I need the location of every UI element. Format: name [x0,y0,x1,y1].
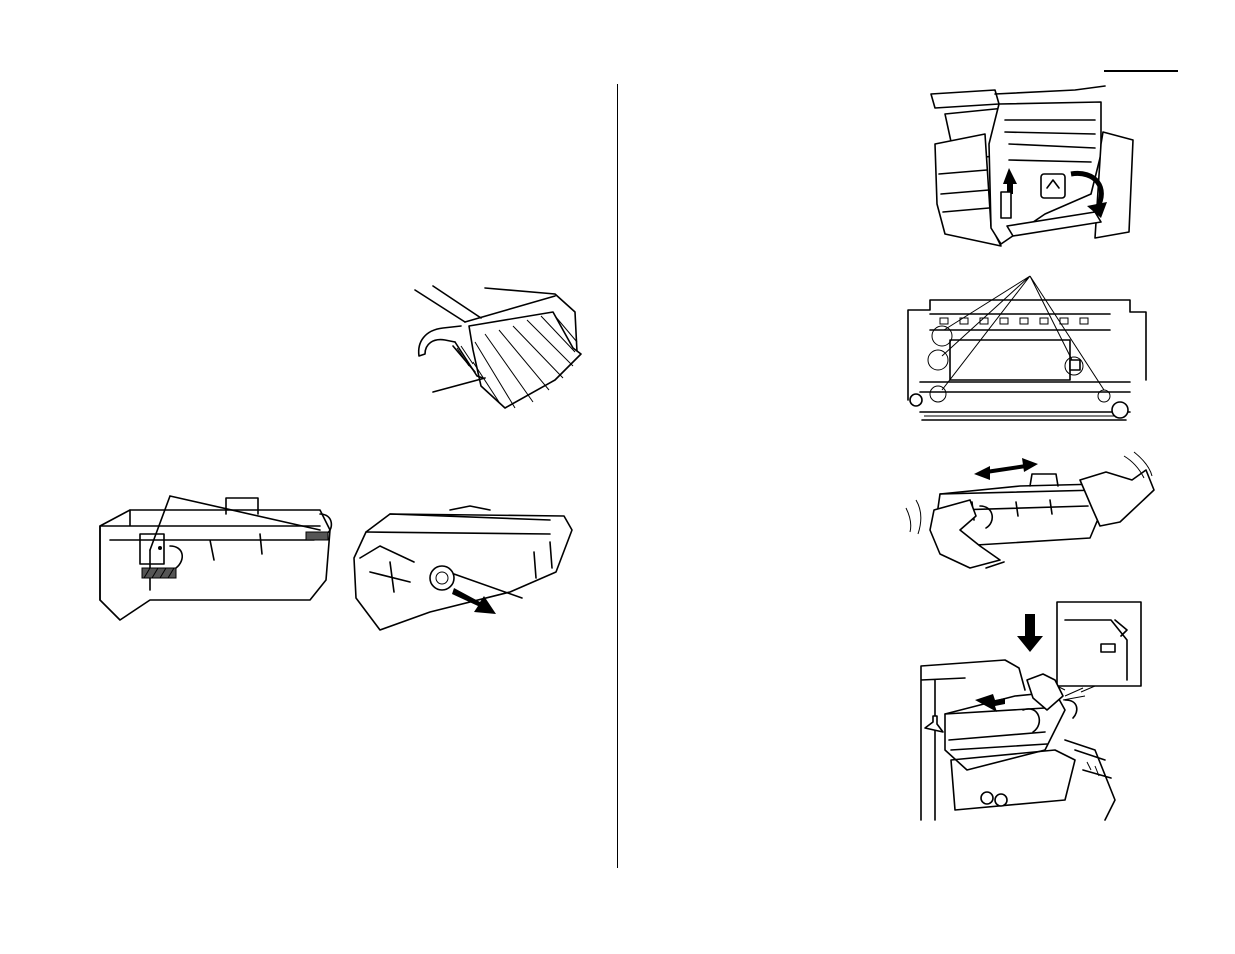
column-divider [617,84,618,868]
fuser-shield-closeup-figure [405,282,595,412]
double-arrow-icon [974,458,1038,480]
header-rule [1104,70,1178,72]
machine-side-cover-open-figure [925,84,1150,249]
installing-drum-unit-figure [915,600,1145,820]
rocking-drum-unit-figure [900,450,1155,575]
down-arrow-icon [1017,614,1043,652]
drum-unit-plug-removal-figure [350,502,585,632]
drum-unit-tape-removal-figure [90,490,340,625]
machine-interior-contact-points-figure [900,270,1150,430]
callout-circle-icon [928,276,1110,402]
hatched-cover-icon [415,286,581,408]
